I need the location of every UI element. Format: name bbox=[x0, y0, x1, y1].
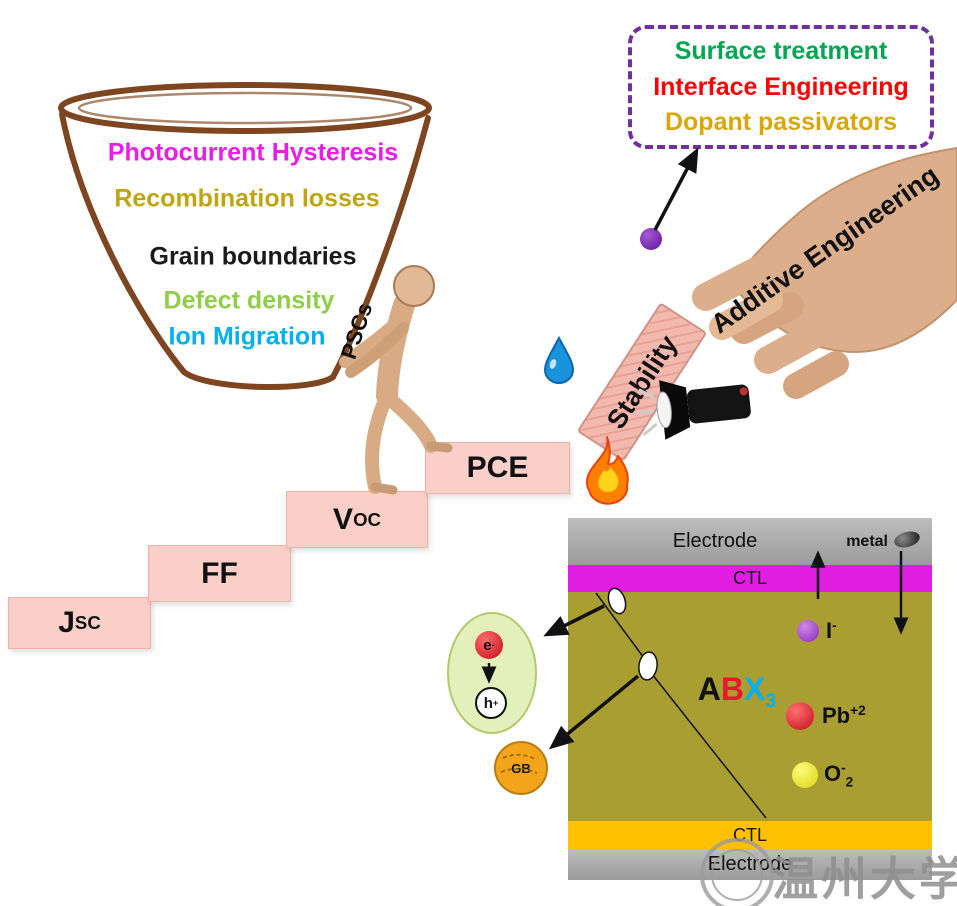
arrow-dot-to-box bbox=[653, 147, 699, 231]
additive-engineering-label: Additive Engineering bbox=[705, 159, 944, 340]
step-jsc-label: J bbox=[58, 606, 75, 639]
water-droplet-icon bbox=[543, 335, 575, 384]
iodide-ion-ball bbox=[797, 620, 819, 642]
lead-label: Pb+2 bbox=[822, 703, 866, 729]
superoxide-sup: - bbox=[841, 760, 846, 776]
gb-label: GB bbox=[511, 760, 531, 776]
superoxide-label: O-2 bbox=[824, 761, 853, 790]
basket-item-recombination-losses: Recombination losses bbox=[114, 184, 380, 213]
iodide-main: I bbox=[826, 618, 833, 644]
hole-sup: + bbox=[492, 698, 499, 708]
ctl-top-label: CTL bbox=[732, 568, 767, 588]
step-pce: PCE bbox=[425, 442, 570, 494]
ctl-top-layer: CTL bbox=[568, 565, 932, 592]
step-jsc-sub: SC bbox=[74, 612, 101, 633]
superoxide-main: O bbox=[824, 760, 842, 786]
iodide-label: I- bbox=[826, 618, 837, 644]
device-structure: Electrode metal CTL ABX3 I- Pb+2 O-2 bbox=[568, 518, 932, 880]
solutions-box: Surface treatment Interface Engineering … bbox=[628, 25, 934, 149]
lead-ion-ball bbox=[786, 702, 814, 730]
step-ff-label: FF bbox=[201, 556, 238, 590]
solution-dopant-passivators: Dopant passivators bbox=[664, 107, 897, 136]
solution-surface-treatment: Surface treatment bbox=[674, 37, 888, 66]
perovskite-layer: ABX3 I- Pb+2 O-2 bbox=[568, 592, 932, 821]
pinky-finger bbox=[783, 351, 849, 399]
watermark-seal-inner bbox=[711, 849, 763, 901]
electron-sup: - bbox=[491, 640, 495, 650]
additive-dot bbox=[640, 228, 662, 250]
superoxide-ion-ball bbox=[792, 762, 818, 788]
solution-interface-engineering: Interface Engineering bbox=[653, 72, 909, 101]
stability-label: Stability bbox=[600, 329, 683, 434]
formula-b: B bbox=[720, 670, 744, 707]
ring-finger bbox=[754, 322, 826, 374]
step-voc-label: V bbox=[333, 502, 354, 536]
basket-item-defect-density: Defect density bbox=[163, 286, 335, 315]
hole-ball: h+ bbox=[475, 687, 507, 719]
metal-particle bbox=[892, 528, 922, 551]
formula-sub: 3 bbox=[765, 690, 777, 713]
metal-label: metal bbox=[846, 532, 888, 550]
hole-main: h bbox=[483, 694, 493, 712]
climber-label: PSCs bbox=[335, 299, 378, 363]
watermark-seal bbox=[700, 838, 774, 906]
perovskite-formula: ABX3 bbox=[698, 671, 777, 713]
electrode-top-label: Electrode bbox=[672, 530, 758, 552]
step-ff: FF bbox=[148, 545, 291, 602]
iodide-sup: - bbox=[832, 617, 837, 633]
basket-item-grain-boundaries: Grain boundaries bbox=[149, 242, 357, 271]
superoxide-sub: 2 bbox=[845, 774, 854, 790]
grain-boundary-callout: GB bbox=[494, 741, 548, 795]
step-voc-sub: OC bbox=[353, 508, 381, 530]
basket-item-ion-migration: Ion Migration bbox=[168, 322, 326, 351]
formula-x: X bbox=[743, 670, 766, 707]
lead-sup: +2 bbox=[850, 702, 866, 718]
electrode-top-layer: Electrode metal bbox=[568, 518, 932, 565]
formula-a: A bbox=[697, 670, 721, 707]
basket-item-photocurrent-hysteresis: Photocurrent Hysteresis bbox=[107, 138, 399, 167]
step-pce-label: PCE bbox=[466, 451, 529, 484]
stability-eraser: Stability bbox=[576, 302, 708, 462]
lead-main: Pb bbox=[822, 703, 851, 729]
electron-main: e bbox=[483, 636, 492, 654]
watermark-text: 温州大学 bbox=[772, 853, 957, 905]
electron-ball: e- bbox=[475, 631, 503, 659]
